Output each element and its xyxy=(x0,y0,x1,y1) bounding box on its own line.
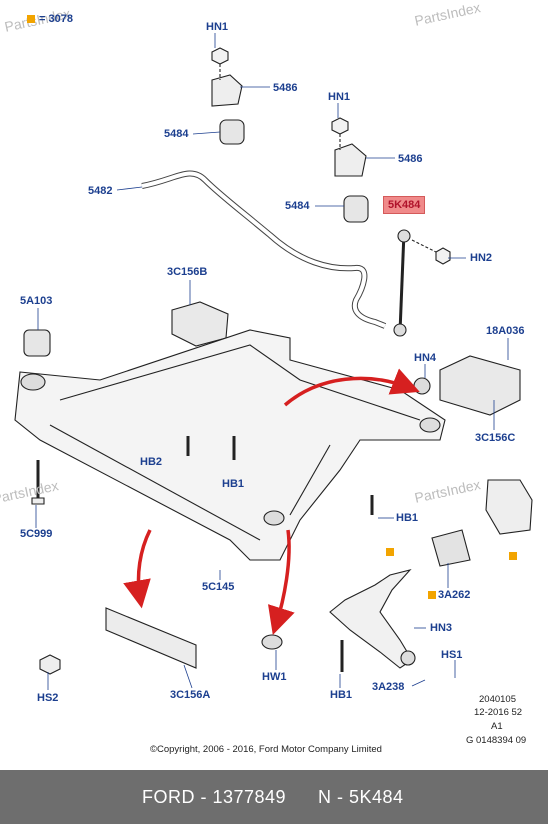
label-hb1-right: HB1 xyxy=(396,512,419,524)
label-3c156b: 3C156B xyxy=(167,266,208,278)
diagram-code-line1: 2040105 xyxy=(479,694,516,705)
label-5484-top: 5484 xyxy=(164,128,189,140)
nut-hn1-top xyxy=(211,47,229,65)
stabilizer-link xyxy=(398,231,406,333)
arrow-bracket xyxy=(123,529,152,609)
label-hs1: HS1 xyxy=(441,649,463,661)
label-5c145: 5C145 xyxy=(202,581,235,593)
label-3a238: 3A238 xyxy=(372,681,405,693)
label-18a036: 18A036 xyxy=(486,325,525,337)
label-hw1: HW1 xyxy=(262,671,287,683)
label-3a262: 3A262 xyxy=(438,589,471,601)
label-hn3: HN3 xyxy=(430,622,453,634)
footer-bar: FORD - 1377849 N - 5K484 xyxy=(0,770,548,824)
footer-part-code: N - 5K484 xyxy=(318,787,404,807)
bracket-3c156a xyxy=(105,607,197,669)
front-subframe xyxy=(14,329,446,561)
label-hn1-right: HN1 xyxy=(328,91,351,103)
bushing-5484-top xyxy=(219,119,245,145)
clamp-5486-right xyxy=(334,143,367,177)
label-5a103: 5A103 xyxy=(20,295,53,307)
arrow-hn4 xyxy=(283,368,420,407)
arrow-hw1 xyxy=(267,529,295,636)
label-3c156c: 3C156C xyxy=(475,432,516,444)
marker-bushing-right xyxy=(509,552,517,560)
diagram-code-line2: 12-2016 52 xyxy=(474,707,523,718)
label-hb1-bottom: HB1 xyxy=(330,689,353,701)
clamp-5486-top xyxy=(211,74,243,107)
lower-control-arm xyxy=(329,569,413,669)
marker-bushing-left xyxy=(386,548,394,556)
legend-color-swatch xyxy=(27,15,35,23)
label-5c999: 5C999 xyxy=(20,528,53,540)
label-5486-right: 5486 xyxy=(398,153,423,165)
bushing-hn4 xyxy=(413,377,431,395)
label-5486-top: 5486 xyxy=(273,82,298,94)
label-5482: 5482 xyxy=(88,185,113,197)
label-hs2: HS2 xyxy=(37,692,59,704)
bushing-5a103 xyxy=(23,329,51,357)
nut-hn2 xyxy=(435,247,451,265)
diagram-code-line4: G 0148394 09 xyxy=(466,735,527,746)
exploded-parts-diagram xyxy=(14,33,533,690)
label-5484-right: 5484 xyxy=(285,200,310,212)
module-3c156b xyxy=(171,301,229,347)
washer-hw1 xyxy=(261,634,283,650)
diagram-code-line3: A1 xyxy=(491,721,503,732)
label-hn1-top: HN1 xyxy=(206,21,229,33)
balljoint xyxy=(400,650,416,666)
bolt-hs2 xyxy=(39,654,61,675)
label-hn4: HN4 xyxy=(414,352,437,364)
nut-hn1-right xyxy=(331,117,349,135)
label-hn2: HN2 xyxy=(470,252,493,264)
bushing-3a262 xyxy=(431,529,471,567)
footer-part-number: FORD - 1377849 xyxy=(142,787,287,807)
label-hb2: HB2 xyxy=(140,456,163,468)
label-5k484-highlighted: 5K484 xyxy=(383,196,426,214)
label-hb1-mid: HB1 xyxy=(222,478,245,490)
legend-text: = 3078 xyxy=(39,13,73,25)
module-3c156c xyxy=(439,355,521,416)
label-3c156a: 3C156A xyxy=(170,689,211,701)
marker-3a262 xyxy=(428,591,436,599)
bushing-5484-right xyxy=(343,195,369,223)
copyright: ©Copyright, 2006 - 2016, Ford Motor Comp… xyxy=(150,744,382,755)
